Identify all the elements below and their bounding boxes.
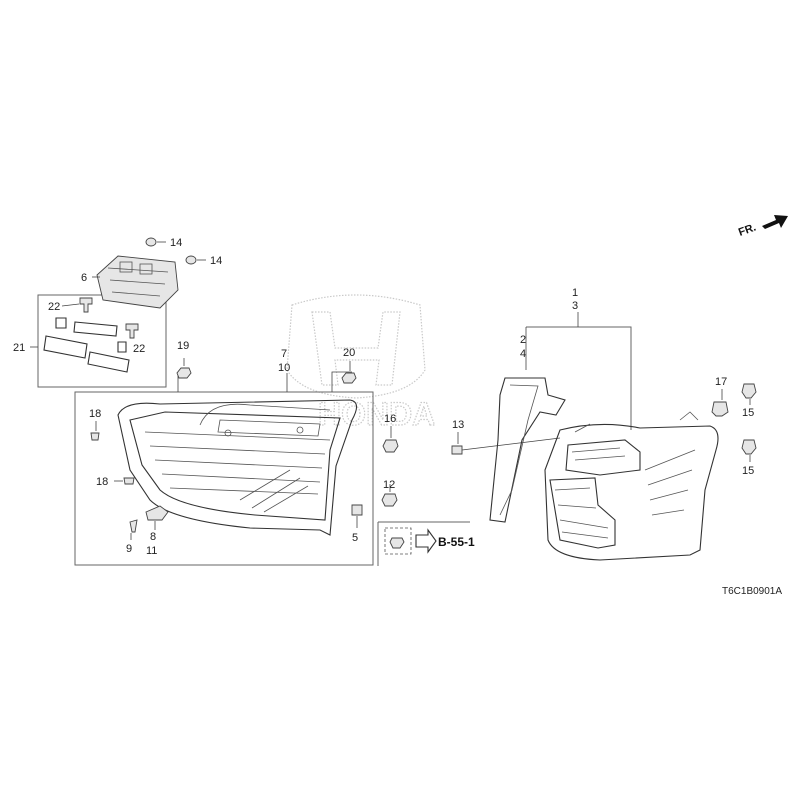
part-20-nut xyxy=(341,361,357,384)
part-6-socket-assembly xyxy=(92,255,179,309)
reference-arrow-icon xyxy=(415,528,437,554)
callout-18-upper: 18 xyxy=(89,408,101,420)
part-22-screw-right xyxy=(125,323,139,339)
watermark-text: HONDA xyxy=(318,396,435,432)
reference-box-b-55-1: B-55-1 xyxy=(377,521,475,566)
part-21-reflector-set xyxy=(43,317,130,373)
callout-4: 4 xyxy=(520,348,526,360)
callout-3: 3 xyxy=(572,300,578,312)
group-bracket-1-3 xyxy=(526,326,632,430)
part-2-4-gasket xyxy=(489,377,566,523)
part-14-nut-upper xyxy=(145,237,166,247)
callout-20: 20 xyxy=(343,347,355,359)
callout-7: 7 xyxy=(281,348,287,360)
reference-label: B-55-1 xyxy=(438,535,475,549)
callout-16: 16 xyxy=(384,413,396,425)
callout-13: 13 xyxy=(452,419,464,431)
part-8-11-bracket xyxy=(145,505,169,530)
group-box-7-10 xyxy=(74,391,374,566)
callout-21: 21 xyxy=(13,342,25,354)
direction-label: FR. xyxy=(737,221,758,238)
part-17-grommet xyxy=(711,389,729,417)
part-7-inner-lamp-assembly xyxy=(117,399,358,536)
part-16-nut xyxy=(382,426,399,453)
part-18-clip-lower xyxy=(114,477,135,485)
part-14-nut-lower xyxy=(185,255,206,265)
callout-15-upper: 15 xyxy=(742,407,754,419)
part-9-screw xyxy=(129,519,138,540)
drawing-code: T6C1B0901A xyxy=(722,586,782,597)
part-12-nut xyxy=(381,484,398,507)
front-direction-indicator: FR. xyxy=(737,215,788,239)
front-arrow-icon xyxy=(762,215,788,229)
callout-5: 5 xyxy=(352,532,358,544)
callout-18-lower: 18 xyxy=(96,476,108,488)
callout-9: 9 xyxy=(126,543,132,555)
part-15-clip-upper xyxy=(741,383,757,405)
callout-14-lower: 14 xyxy=(210,255,222,267)
callout-8: 8 xyxy=(150,531,156,543)
part-15-clip-lower xyxy=(741,439,757,462)
callout-6: 6 xyxy=(81,272,87,284)
part-5-cushion xyxy=(351,504,363,528)
callout-11: 11 xyxy=(146,545,157,557)
part-13-bolt xyxy=(451,432,561,455)
callout-22-right: 22 xyxy=(133,343,145,355)
callout-22-left: 22 xyxy=(48,301,60,313)
callout-17: 17 xyxy=(715,376,727,388)
part-1-3-outer-lamp-assembly xyxy=(544,411,719,561)
honda-logo-watermark: HONDA xyxy=(286,294,436,433)
callout-1: 1 xyxy=(572,287,578,299)
callout-14-upper: 14 xyxy=(170,237,182,249)
part-22-screw-left xyxy=(79,297,93,313)
callout-15-lower: 15 xyxy=(742,465,754,477)
callout-10: 10 xyxy=(278,362,290,374)
part-19-nut xyxy=(176,358,192,379)
callout-2: 2 xyxy=(520,334,526,346)
part-18-clip-upper xyxy=(90,421,100,441)
callout-12: 12 xyxy=(383,479,395,491)
callout-19: 19 xyxy=(177,340,189,352)
